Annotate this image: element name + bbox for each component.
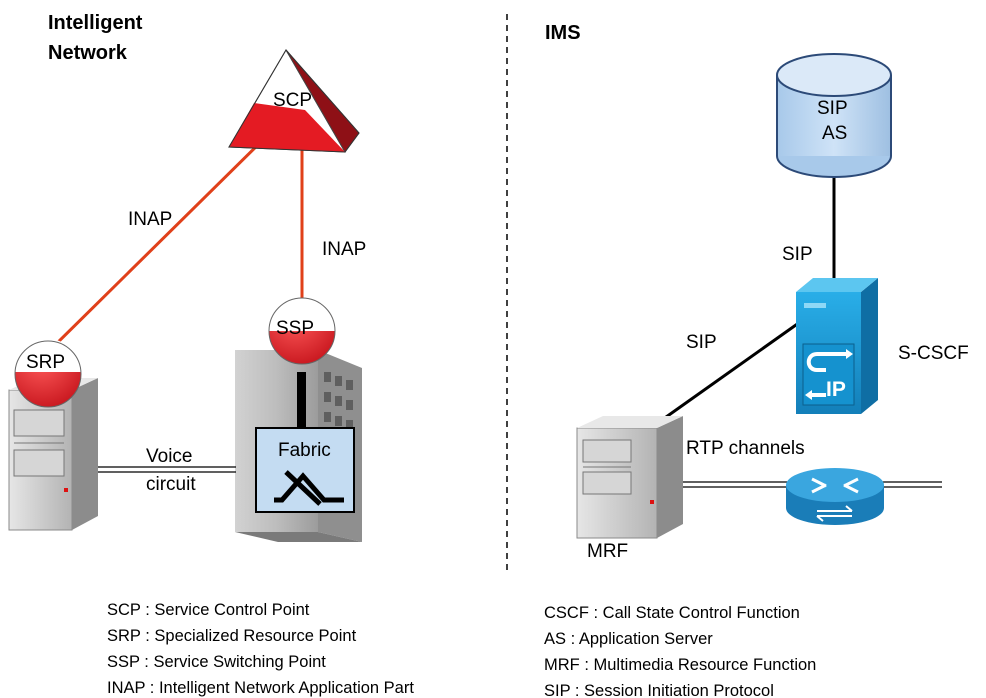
ims-title: IMS [545,22,581,44]
scp-pyramid [228,49,360,153]
sip-link-cscf-mrf [651,313,811,429]
fabric-label: Fabric [278,440,331,461]
ssp-fabric-connector [297,372,306,430]
sip-top-label: SIP [782,244,813,265]
voice-circuit-label-line1: Voice [146,446,193,467]
inap-right-label: INAP [322,239,367,260]
legend-item-scp: SCP : Service Control Point [107,601,310,619]
legend-item-as: AS : Application Server [544,630,713,648]
left-legend: SCP : Service Control Point SRP : Specia… [107,597,414,698]
fabric-box [255,427,355,513]
mrf-label: MRF [587,541,629,562]
sip-as-cylinder [776,53,892,178]
scscf-label: S-CSCF [898,343,969,364]
right-legend: CSCF : Call State Control Function AS : … [544,600,816,698]
svg-text:IP: IP [826,378,846,401]
sip-left-label: SIP [686,332,717,353]
legend-item-cscf: CSCF : Call State Control Function [544,604,800,622]
legend-item-sip: SIP : Session Initiation Protocol [544,682,774,698]
scp-label: SCP [273,90,313,111]
inap-link-scp-srp [46,126,277,354]
mrf-rack [576,416,683,539]
intelligent-network-title-line1: Intelligent [48,12,143,34]
rtp-channels-label: RTP channels [686,438,805,459]
sip-as-label-line2: AS [822,123,848,144]
scscf-server: IP [796,278,878,414]
srp-label: SRP [26,352,66,373]
intelligent-network-title-line2: Network [48,42,127,64]
ssp-ball [268,297,336,365]
router [786,468,884,525]
inap-left-label: INAP [128,209,173,230]
ssp-label: SSP [276,318,315,339]
legend-item-inap: INAP : Intelligent Network Application P… [107,679,414,697]
srp-ball [14,339,82,408]
sip-as-label-line1: SIP [817,98,848,119]
legend-item-srp: SRP : Specialized Resource Point [107,627,357,645]
voice-circuit-label-line2: circuit [146,474,196,495]
legend-item-mrf: MRF : Multimedia Resource Function [544,656,817,674]
legend-item-ssp: SSP : Service Switching Point [107,653,326,671]
